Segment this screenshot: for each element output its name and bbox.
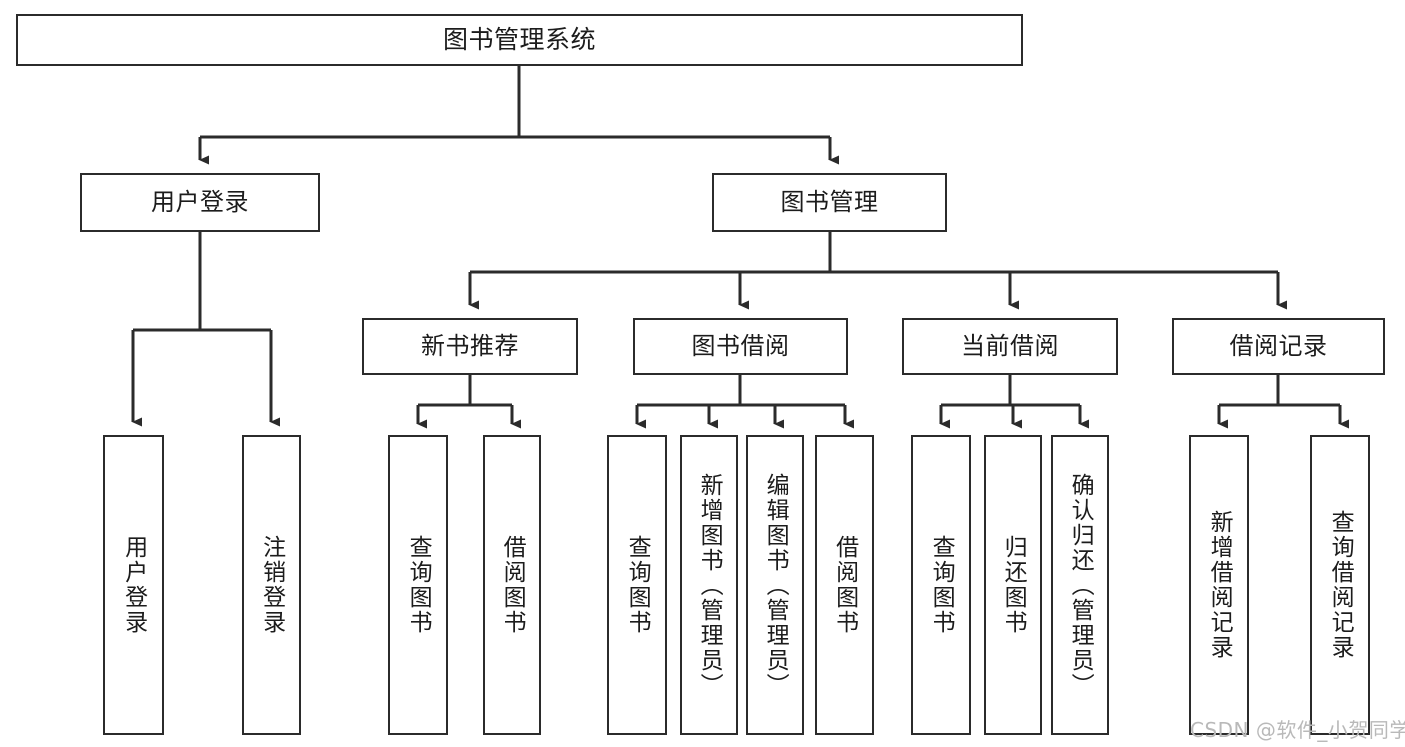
node-current-borrow[interactable]: 当前借阅 — [902, 318, 1118, 375]
node-book-management-label: 图书管理 — [780, 188, 879, 217]
node-leaf-query-book-1[interactable]: 查询图书 — [388, 435, 448, 735]
node-leaf-query-record-label: 查询借阅记录 — [1327, 510, 1354, 660]
node-leaf-borrow-book-1-label: 借阅图书 — [499, 535, 526, 635]
node-borrow-record-label: 借阅记录 — [1229, 332, 1328, 361]
csdn-watermark: CSDN @软件_小贺同学 — [1190, 718, 1405, 742]
node-user-login[interactable]: 用户登录 — [80, 173, 320, 232]
node-leaf-query-book-2-label: 查询图书 — [624, 535, 651, 635]
node-leaf-borrow-book-2[interactable]: 借阅图书 — [815, 435, 874, 735]
node-leaf-query-book-1-label: 查询图书 — [405, 535, 432, 635]
node-borrow-record[interactable]: 借阅记录 — [1172, 318, 1385, 375]
node-leaf-user-logout-label: 注销登录 — [258, 535, 285, 635]
node-leaf-user-login-label: 用户登录 — [120, 535, 147, 635]
node-leaf-query-record[interactable]: 查询借阅记录 — [1310, 435, 1370, 735]
node-leaf-edit-book[interactable]: 编辑图书（管理员） — [746, 435, 804, 735]
node-leaf-borrow-book-2-label: 借阅图书 — [831, 535, 858, 635]
node-leaf-confirm-return-label: 确认归还（管理员） — [1067, 472, 1094, 698]
node-leaf-add-record[interactable]: 新增借阅记录 — [1189, 435, 1249, 735]
node-leaf-return-book-label: 归还图书 — [1000, 535, 1027, 635]
node-book-borrow-label: 图书借阅 — [691, 332, 790, 361]
node-leaf-user-login[interactable]: 用户登录 — [103, 435, 164, 735]
node-leaf-query-book-2[interactable]: 查询图书 — [607, 435, 667, 735]
node-leaf-user-logout[interactable]: 注销登录 — [242, 435, 301, 735]
node-leaf-edit-book-label: 编辑图书（管理员） — [762, 472, 789, 698]
node-leaf-return-book[interactable]: 归还图书 — [984, 435, 1042, 735]
node-root-label: 图书管理系统 — [442, 25, 596, 55]
node-leaf-query-book-3-label: 查询图书 — [928, 535, 955, 635]
node-user-login-label: 用户登录 — [151, 188, 249, 217]
node-new-book-recommend-label: 新书推荐 — [421, 332, 519, 361]
node-leaf-confirm-return[interactable]: 确认归还（管理员） — [1051, 435, 1109, 735]
node-leaf-add-book-label: 新增图书（管理员） — [696, 472, 723, 698]
node-leaf-add-record-label: 新增借阅记录 — [1206, 510, 1233, 660]
node-leaf-add-book[interactable]: 新增图书（管理员） — [680, 435, 738, 735]
node-root[interactable]: 图书管理系统 — [16, 14, 1023, 66]
node-book-borrow[interactable]: 图书借阅 — [633, 318, 848, 375]
node-new-book-recommend[interactable]: 新书推荐 — [362, 318, 578, 375]
node-current-borrow-label: 当前借阅 — [961, 332, 1059, 361]
node-leaf-query-book-3[interactable]: 查询图书 — [911, 435, 971, 735]
node-leaf-borrow-book-1[interactable]: 借阅图书 — [483, 435, 541, 735]
node-book-management[interactable]: 图书管理 — [712, 173, 947, 232]
